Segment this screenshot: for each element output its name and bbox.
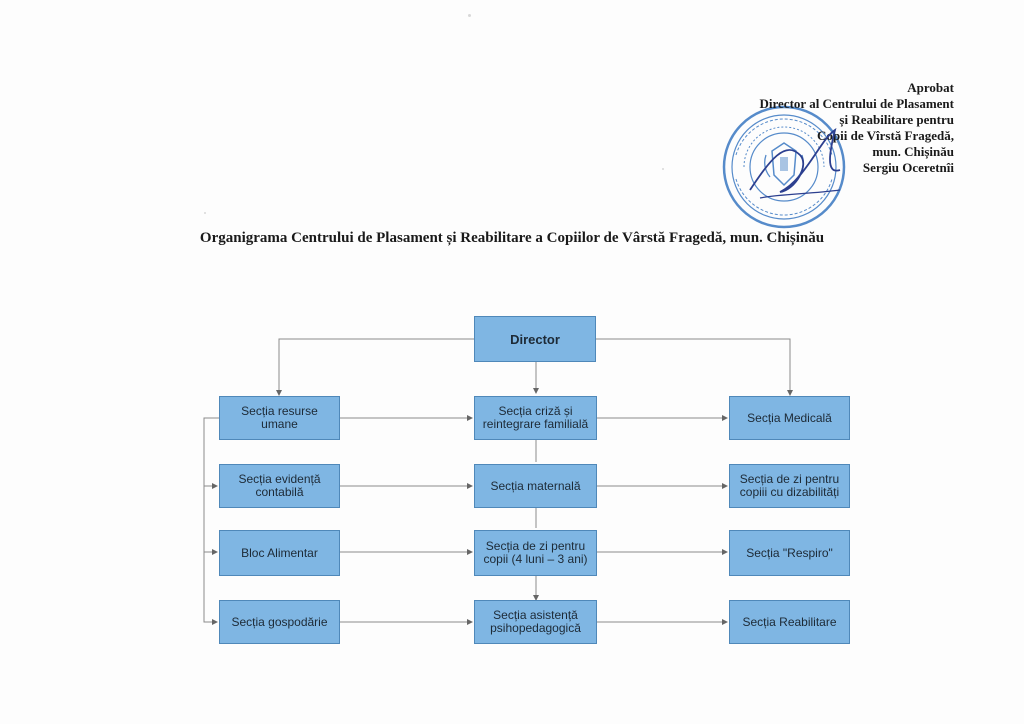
org-box-maternal: Secția maternală [474,464,597,508]
org-box-disability-day-care: Secția de zi pentru copiii cu dizabilită… [729,464,850,508]
org-box-household: Secția gospodărie [219,600,340,644]
org-box-food-block: Bloc Alimentar [219,530,340,576]
org-box-medical: Secția Medicală [729,396,850,440]
approval-position: Director al Centrului de Plasament [759,96,955,111]
org-box-hr: Secția resurse umane [219,396,340,440]
page-title: Organigrama Centrului de Plasament și Re… [199,230,825,246]
org-box-rehabilitation: Secția Reabilitare [729,600,850,644]
scan-speck [468,14,471,17]
org-box-crisis: Secția criză și reintegrare familială [474,396,597,440]
org-box-accounting: Secția evidență contabilă [219,464,340,508]
org-box-psycho-pedagogic: Secția asistență psihopedagogică [474,600,597,644]
approval-city: mun. Chișinău [872,144,954,159]
scan-speck [662,168,664,170]
org-box-director: Director [474,316,596,362]
official-stamp [722,105,846,229]
approval-block: Aprobat Director al Centrului de Plasame… [760,80,955,176]
scan-speck [204,212,206,214]
org-box-day-care: Secția de zi pentru copii (4 luni – 3 an… [474,530,597,576]
approval-position-cont: și Reabilitare pentru [839,112,954,127]
org-box-respiro: Secția "Respiro" [729,530,850,576]
approval-label: Aprobat [907,80,954,95]
handwritten-signature [749,127,841,199]
approval-position-cont2: Copii de Vîrstă Fragedă, [817,128,954,143]
approval-signatory: Sergiu Oceretnîi [862,160,954,175]
